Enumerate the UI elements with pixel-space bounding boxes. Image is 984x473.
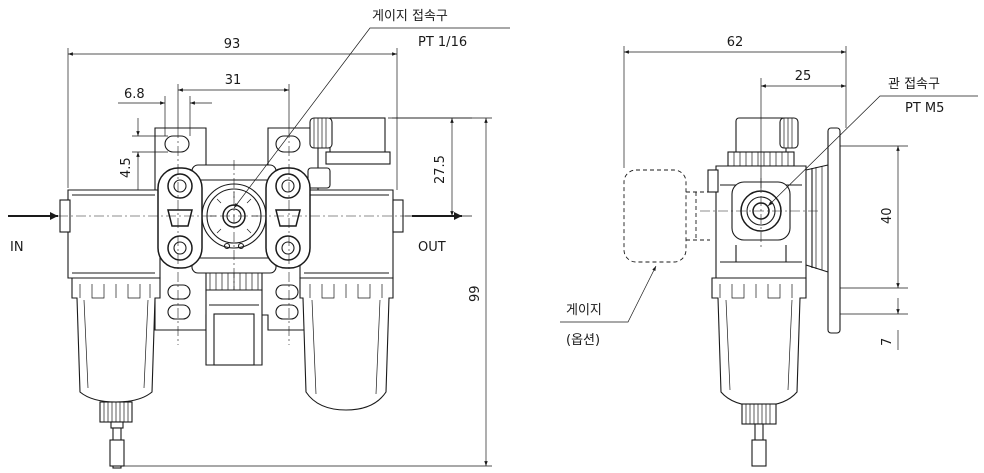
gauge-label: 게이지 bbox=[566, 303, 602, 318]
front-filter-left bbox=[59, 189, 161, 469]
pipe-port-thread: PT M5 bbox=[905, 101, 944, 116]
inlet-label: IN bbox=[10, 240, 24, 255]
dim-front-height: 99 bbox=[468, 285, 483, 302]
side-view: 62 25 40 7 관 접속구 PT M5 게이지 (옵션) bbox=[560, 35, 978, 467]
front-view: IN OUT 93 31 6.8 4.5 27.5 99 게이지 접속구 PT … bbox=[8, 9, 510, 469]
dim-front-slot: 6.8 bbox=[124, 87, 145, 102]
front-lubricator-right bbox=[299, 117, 404, 411]
dim-side-bracket: 40 bbox=[880, 207, 895, 224]
dim-front-port-height: 27.5 bbox=[433, 155, 448, 184]
dim-front-mount: 4.5 bbox=[119, 157, 134, 178]
gauge-port-thread: PT 1/16 bbox=[418, 35, 467, 50]
dim-side-depth: 62 bbox=[727, 35, 744, 50]
outlet-label: OUT bbox=[418, 240, 446, 255]
side-optional-gauge bbox=[623, 169, 687, 263]
gauge-option-label: (옵션) bbox=[566, 333, 600, 348]
dim-side-port-depth: 25 bbox=[795, 69, 812, 84]
dim-front-width: 93 bbox=[224, 37, 241, 52]
dim-side-base: 7 bbox=[880, 338, 895, 346]
gauge-port-label: 게이지 접속구 bbox=[372, 9, 448, 24]
side-bowl bbox=[711, 277, 807, 467]
dim-front-pitch: 31 bbox=[225, 73, 242, 88]
side-mounting-bracket bbox=[827, 127, 841, 334]
pipe-port-label: 관 접속구 bbox=[888, 77, 940, 92]
front-bracket-slot-left bbox=[164, 135, 190, 153]
front-connector-plates bbox=[157, 167, 311, 269]
